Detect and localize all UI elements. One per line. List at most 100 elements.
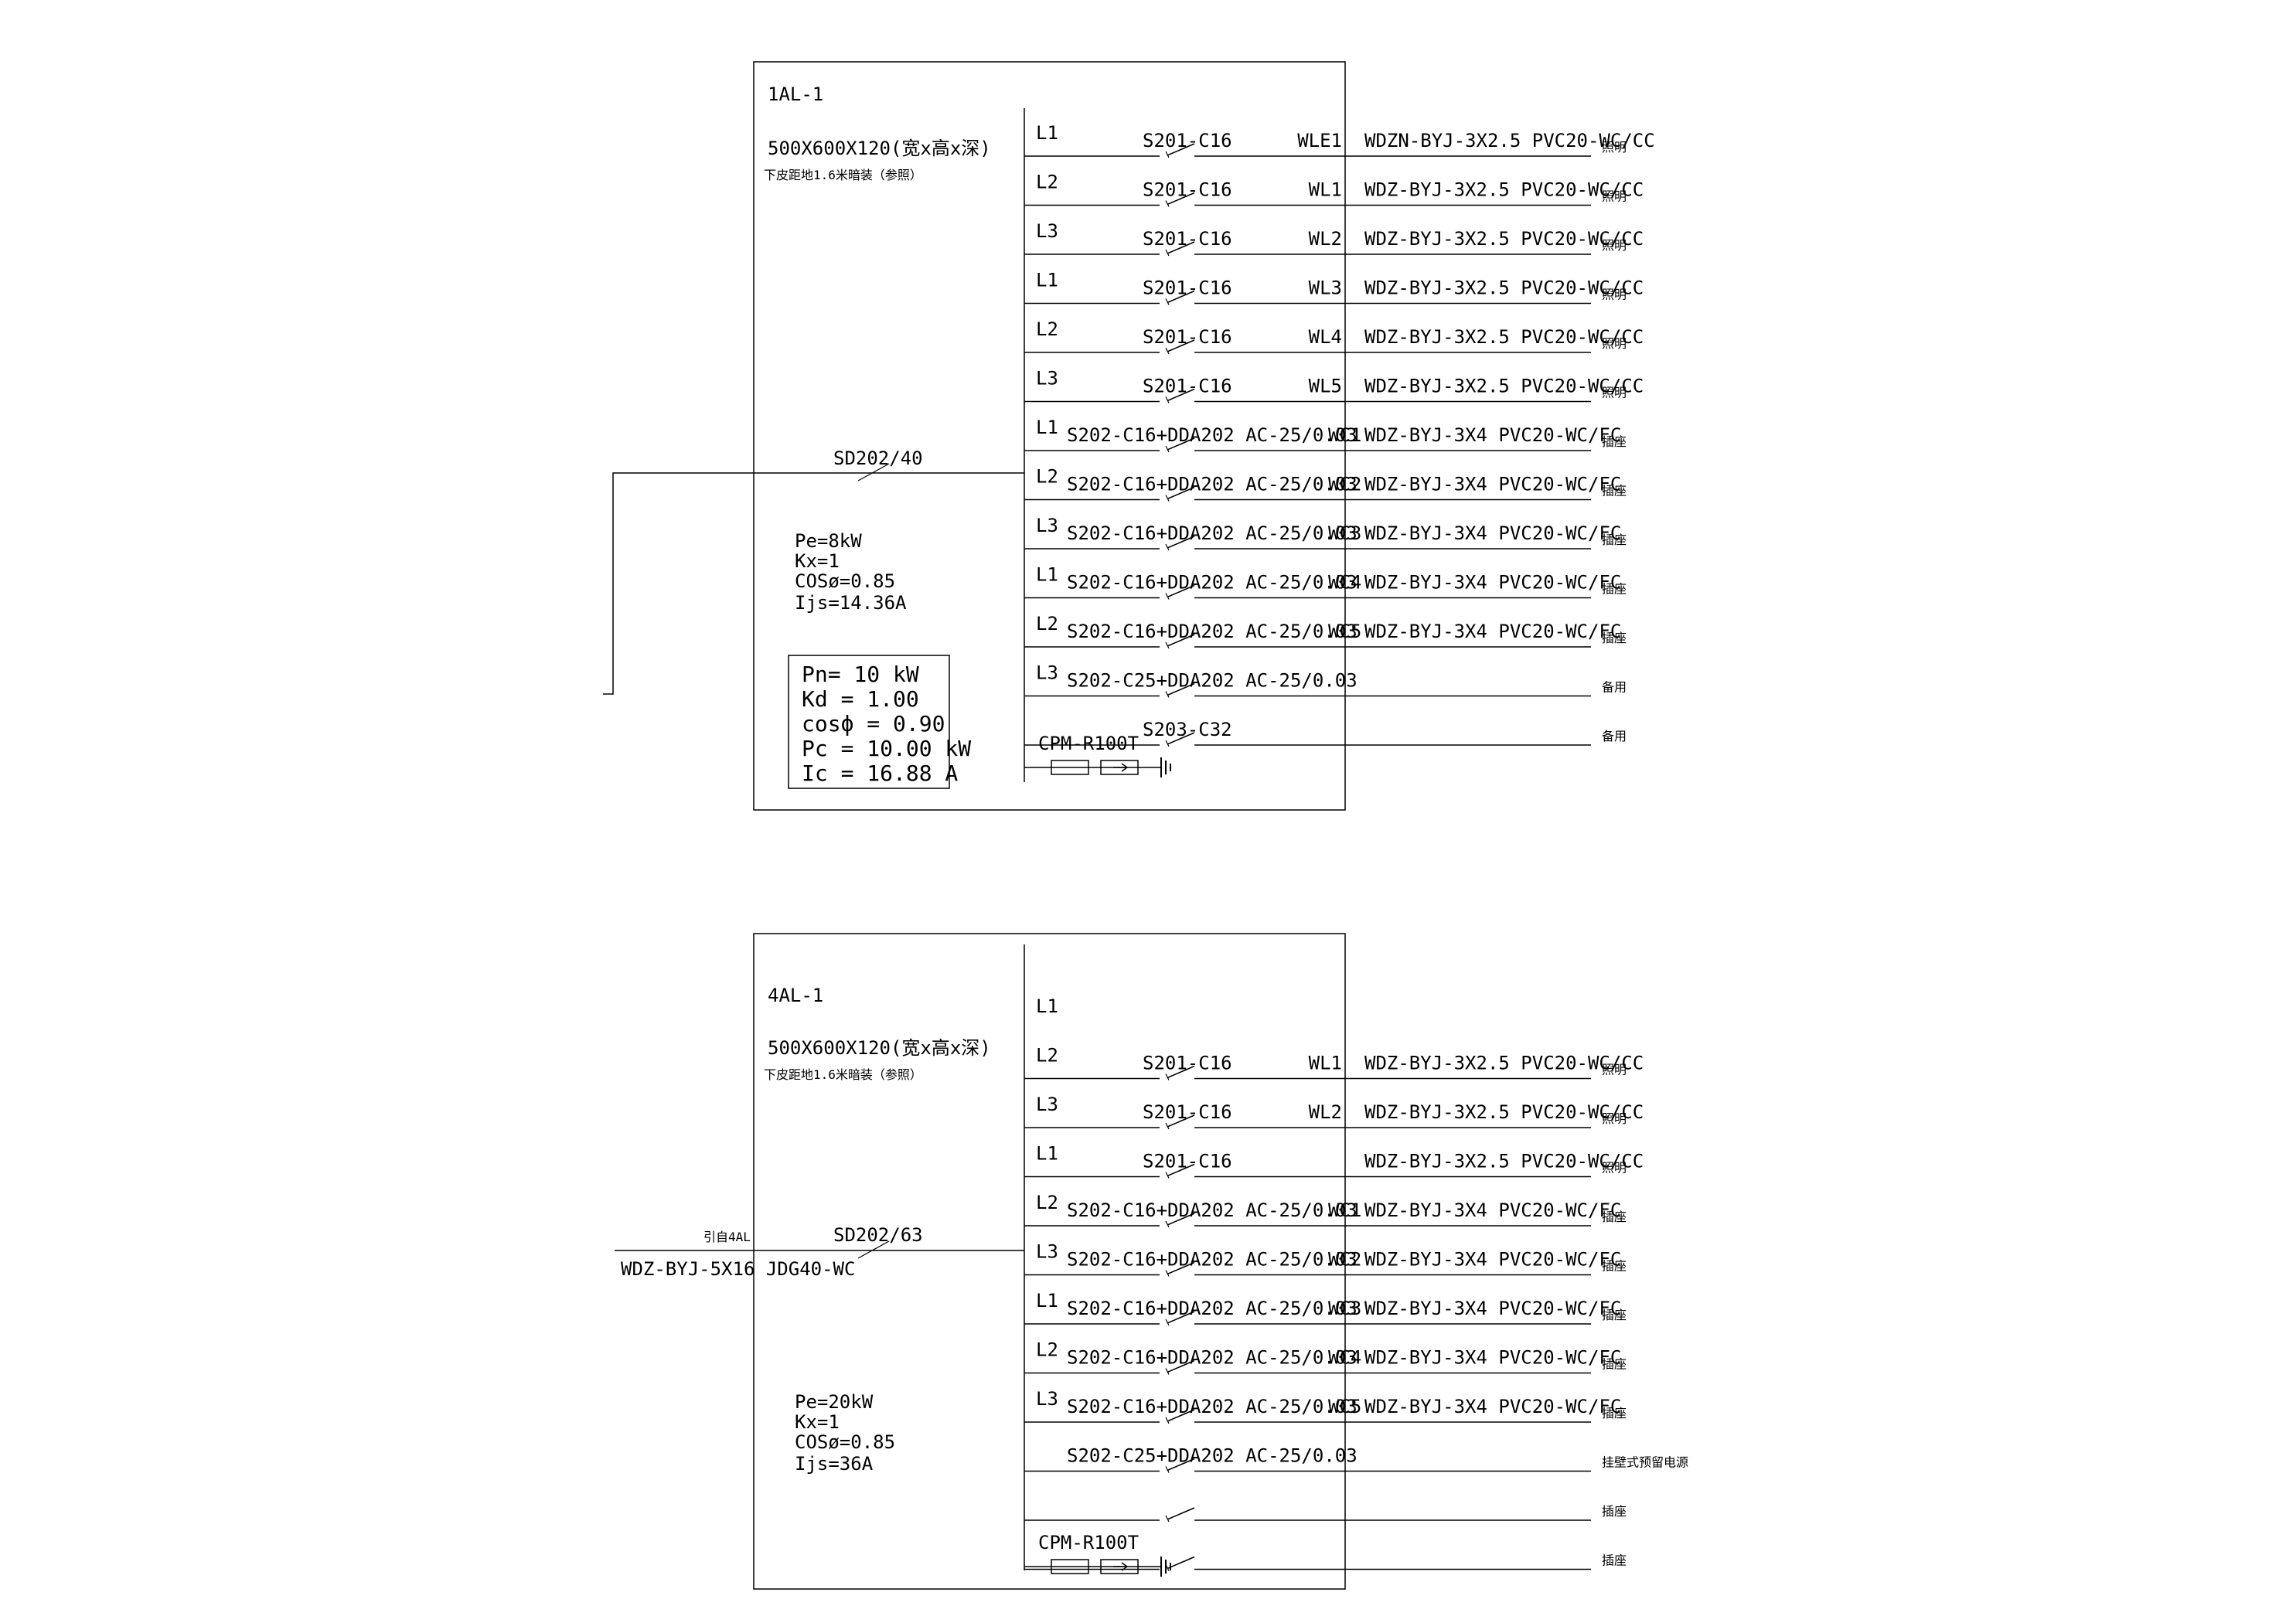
panel-2-incoming-switch	[857, 1240, 890, 1259]
panel-1-size: 500X600X120(宽x高x深)	[768, 138, 991, 159]
breaker-mark-icon	[1165, 691, 1170, 698]
circuit-breaker: S201-C16	[1143, 277, 1232, 299]
circuit-number: WC3	[1328, 1298, 1361, 1319]
circuit-breaker: S202-C16+DDA202 AC-25/0.03	[1067, 1298, 1358, 1319]
breaker-switch-icon	[1167, 1507, 1195, 1520]
breaker-switch-icon	[1167, 486, 1195, 500]
breaker-mark-icon	[1165, 1368, 1170, 1375]
circuit-use: 照明	[1602, 140, 1627, 155]
circuit-use: 插座	[1602, 1259, 1627, 1274]
panel-2-feeder-cable: WDZ-BYJ-5X16 JDG40-WC	[621, 1258, 855, 1280]
circuit-number: WL2	[1309, 228, 1342, 250]
circuit-phase: L2	[1036, 318, 1058, 340]
circuit-breaker: S202-C16+DDA202 AC-25/0.03	[1067, 1249, 1358, 1271]
circuit-breaker: S201-C16	[1143, 376, 1232, 397]
circuit-cable: WDZ-BYJ-3X4 PVC20-WC/FC	[1364, 621, 1621, 642]
circuit-phase: L1	[1036, 270, 1058, 291]
circuit-phase: L1	[1036, 417, 1058, 438]
panel-1-calc-ic: Ic = 16.88 A	[802, 760, 958, 786]
circuit-use: 照明	[1602, 1063, 1627, 1077]
breaker-mark-icon	[1165, 543, 1170, 551]
circuit-row: 插座	[1024, 1553, 1627, 1571]
panel-1-calc-pn: Pn= 10 kW	[802, 662, 919, 687]
breaker-mark-icon	[1165, 151, 1170, 158]
panel-1-frame	[753, 61, 1346, 811]
circuit-cable: WDZ-BYJ-3X2.5 PVC20-WC/CC	[1364, 326, 1644, 348]
panel-2-frame	[753, 933, 1346, 1590]
breaker-switch-icon	[1167, 1213, 1195, 1226]
circuit-use: 插座	[1602, 631, 1627, 645]
circuit-cable: WDZ-BYJ-3X2.5 PVC20-WC/CC	[1364, 376, 1644, 397]
circuit-use: 插座	[1602, 1553, 1627, 1568]
circuit-breaker: S202-C16+DDA202 AC-25/0.03	[1067, 474, 1358, 495]
circuit-breaker: S201-C16	[1143, 228, 1232, 250]
panel-2-mount: 下皮距地1.6米暗装（参照）	[764, 1067, 922, 1082]
circuit-cable: WDZ-BYJ-3X4 PVC20-WC/FC	[1364, 1396, 1621, 1417]
breaker-switch-icon	[1167, 339, 1195, 352]
circuit-use: 插座	[1602, 484, 1627, 498]
panel-1-incoming-line	[603, 472, 1024, 695]
circuit-breaker: S202-C25+DDA202 AC-25/0.03	[1067, 1445, 1358, 1467]
breaker-mark-icon	[1165, 740, 1170, 747]
panel-1-calc-kd: Kd = 1.00	[802, 686, 919, 712]
circuit-breaker: S202-C16+DDA202 AC-25/0.03	[1067, 1199, 1358, 1221]
breaker-switch-icon	[1167, 143, 1195, 156]
circuit-use: 插座	[1602, 1357, 1627, 1372]
panel-2-spd-label: CPM-R100T	[1038, 1532, 1139, 1553]
circuit-breaker: S202-C25+DDA202 AC-25/0.03	[1067, 670, 1358, 692]
circuit-cable: WDZ-BYJ-3X2.5 PVC20-WC/CC	[1364, 1151, 1644, 1172]
breaker-switch-icon	[1167, 1163, 1195, 1177]
circuit-use: 备用	[1602, 680, 1627, 695]
breaker-switch-icon	[1167, 1359, 1195, 1373]
circuit-cable: WDZ-BYJ-3X2.5 PVC20-WC/CC	[1364, 1053, 1644, 1074]
circuit-number: WL1	[1309, 179, 1342, 201]
panel-1-spd-arrester	[1100, 760, 1139, 775]
circuit-cable: WDZ-BYJ-3X4 PVC20-WC/FC	[1364, 474, 1621, 495]
breaker-switch-icon	[1167, 536, 1195, 549]
panel-1-mount: 下皮距地1.6米暗装（参照）	[764, 168, 922, 182]
panel-1-calc-cos: cosϕ = 0.90	[802, 711, 945, 737]
circuit-use: 插座	[1602, 1504, 1627, 1519]
circuit-use: 插座	[1602, 582, 1627, 597]
circuit-cable: WDZ-BYJ-3X4 PVC20-WC/FC	[1364, 522, 1621, 544]
panel-2-load-ijs: Ijs=36A	[795, 1453, 874, 1475]
circuit-cable: WDZ-BYJ-3X2.5 PVC20-WC/CC	[1364, 277, 1644, 299]
circuit-phase: L2	[1036, 466, 1058, 488]
circuit-number: WC3	[1328, 522, 1361, 544]
circuit-row: 插座	[1024, 1504, 1627, 1523]
circuit-number: WC5	[1328, 1396, 1361, 1417]
circuit-cable: WDZ-BYJ-3X4 PVC20-WC/FC	[1364, 1249, 1621, 1271]
circuit-breaker: S203-C32	[1143, 719, 1232, 740]
circuit-use: 照明	[1602, 1161, 1627, 1176]
circuit-phase: L2	[1036, 1045, 1058, 1067]
breaker-switch-icon	[1167, 634, 1195, 647]
circuit-breaker: S201-C16	[1143, 179, 1232, 201]
circuit-phase: L2	[1036, 172, 1058, 193]
panel-1-load-pe: Pe=8kW	[795, 530, 862, 552]
circuit-phase: L3	[1036, 1241, 1058, 1263]
circuit-phase: L3	[1036, 1388, 1058, 1410]
breaker-mark-icon	[1165, 298, 1170, 305]
panel-1-spd-arrowhead	[1121, 763, 1129, 772]
panel-1-calc-box	[788, 655, 950, 789]
circuit-breaker: S202-C16+DDA202 AC-25/0.03	[1067, 522, 1358, 544]
circuit-phase: L3	[1036, 220, 1058, 242]
circuit-phase: L1	[1036, 564, 1058, 586]
